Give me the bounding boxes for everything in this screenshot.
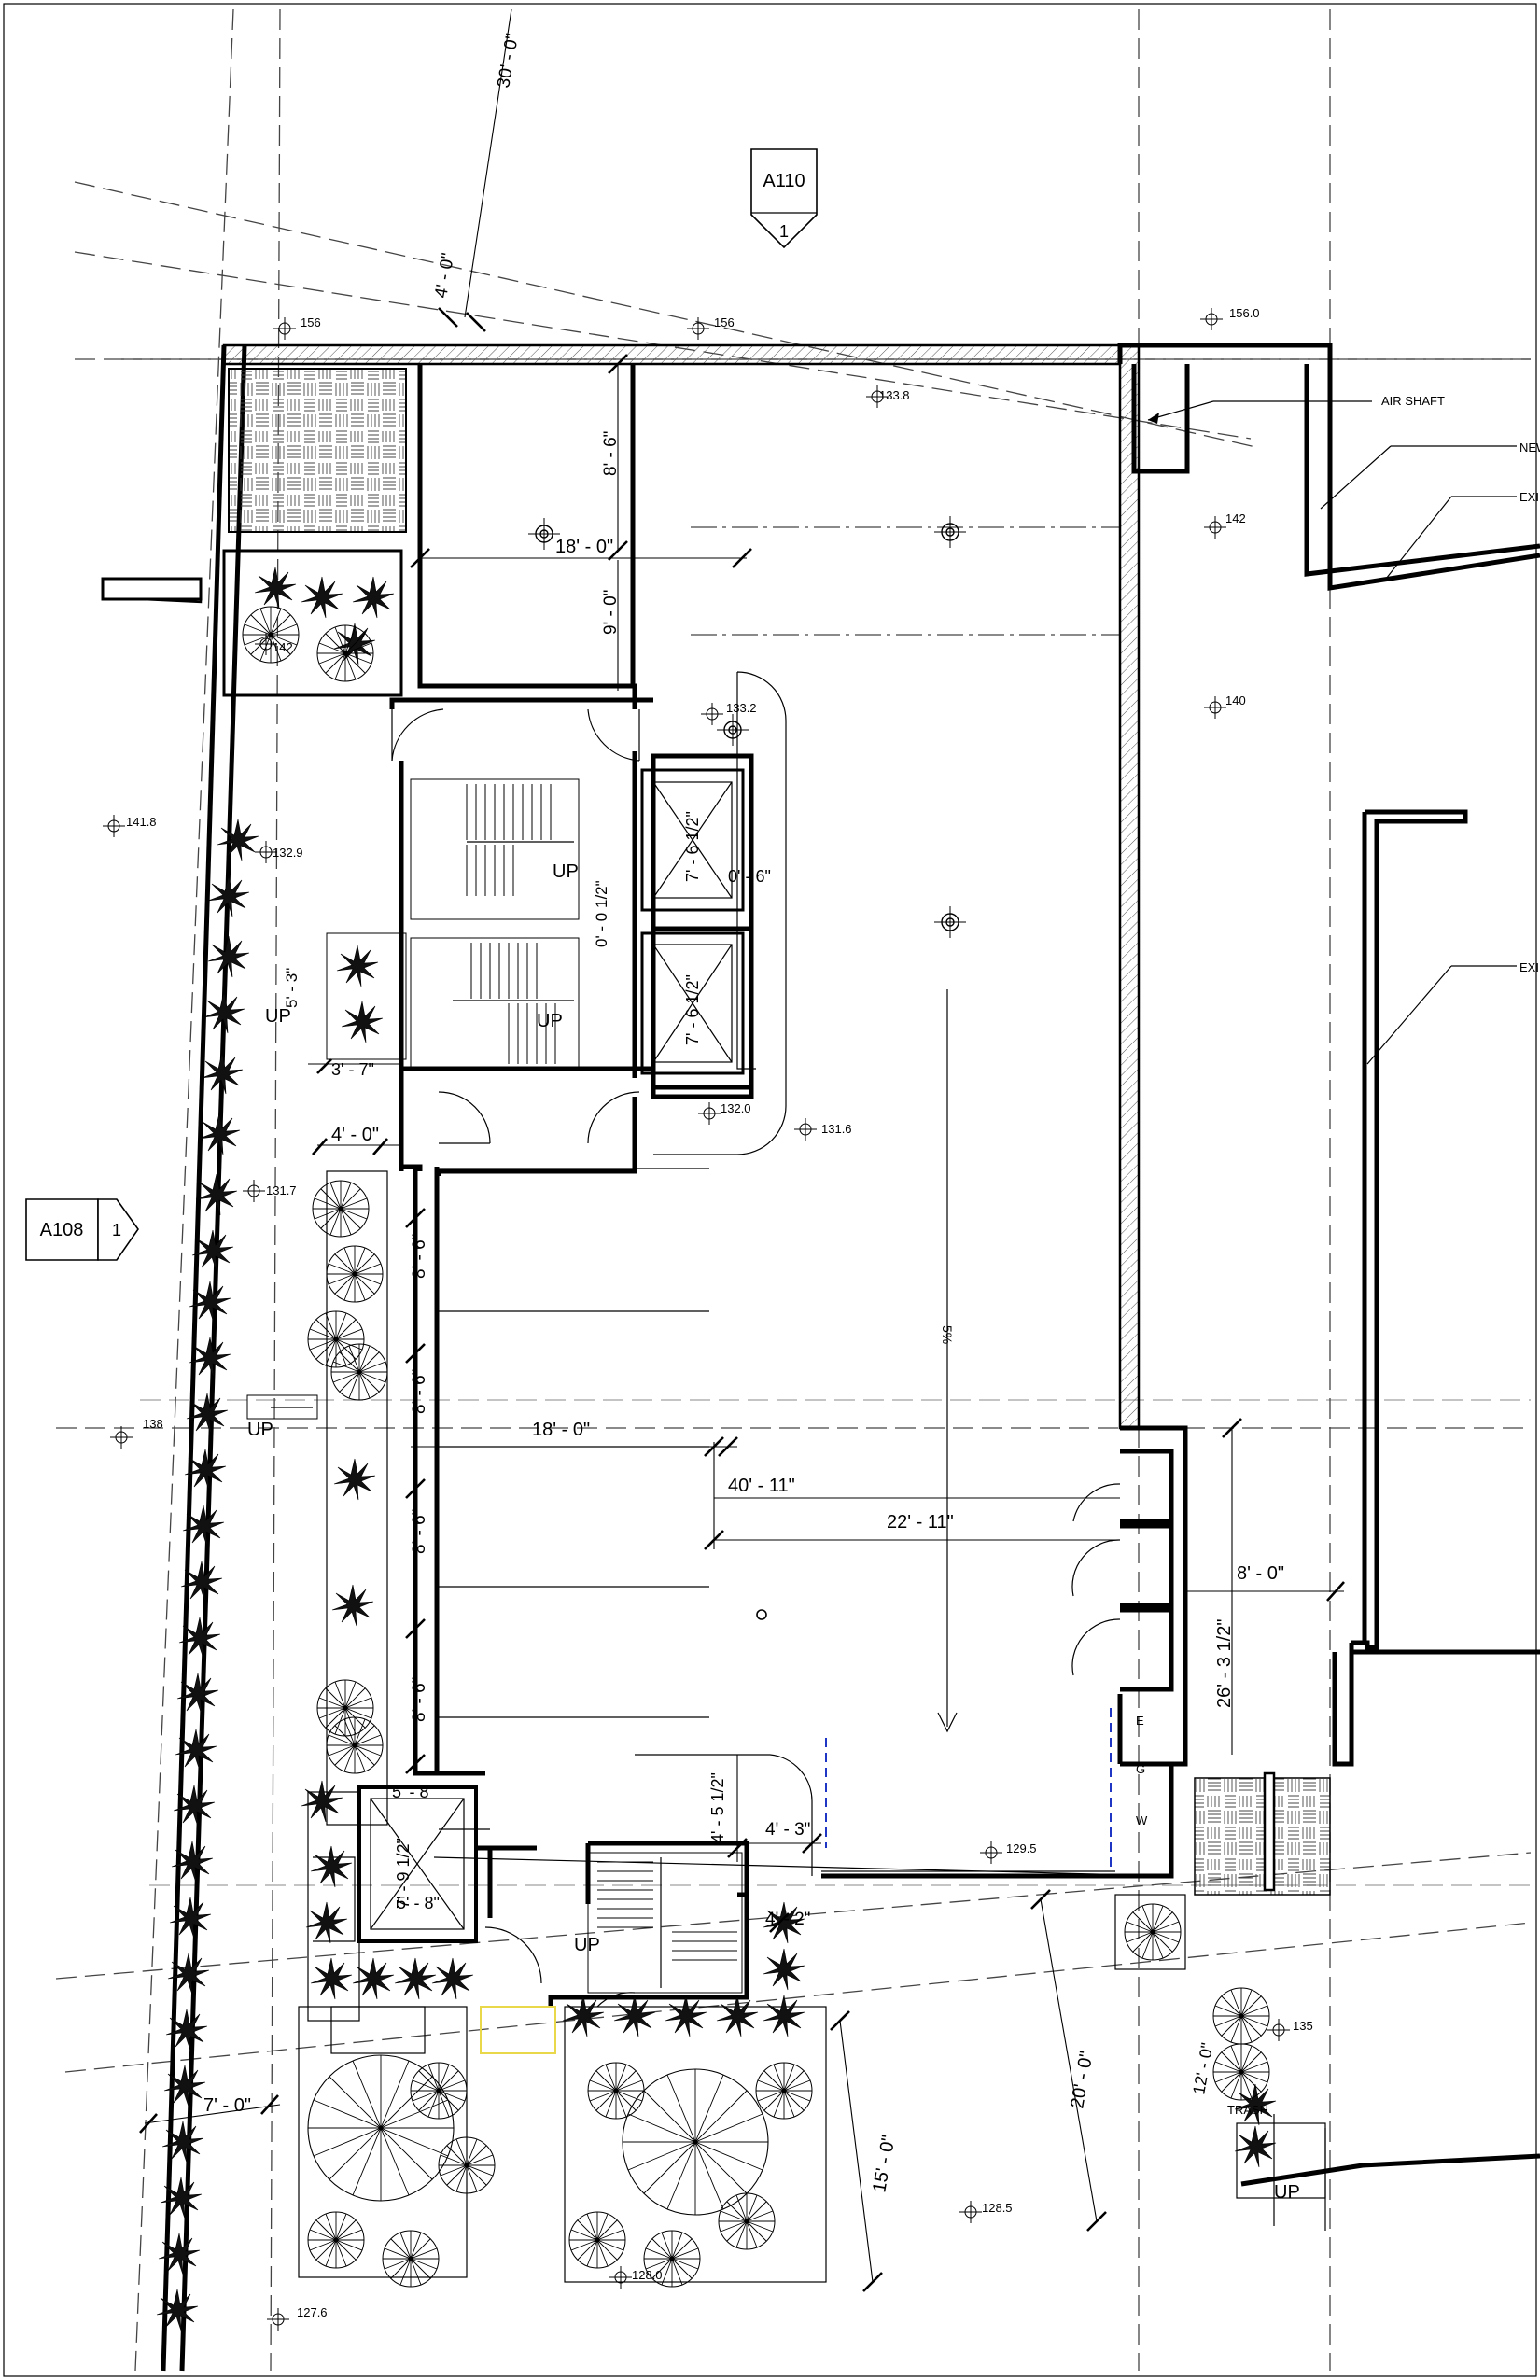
elevator-lower: 7' - 6 1/2" bbox=[640, 931, 745, 1075]
dimensions: 8' - 6" 9' - 0" 18' - 0" 0' - 0 1/2" 0' … bbox=[139, 354, 1345, 2292]
svg-text:5' - 3": 5' - 3" bbox=[283, 968, 301, 1008]
svg-text:7' - 6 1/2": 7' - 6 1/2" bbox=[683, 811, 702, 882]
svg-text:UP: UP bbox=[537, 1011, 563, 1031]
parking-stalls bbox=[439, 1168, 709, 1830]
svg-text:G: G bbox=[1136, 1762, 1145, 1776]
svg-text:TRASH: TRASH bbox=[1227, 2103, 1268, 2117]
svg-text:132.9: 132.9 bbox=[273, 846, 303, 860]
svg-text:156: 156 bbox=[714, 315, 735, 329]
svg-text:156: 156 bbox=[301, 315, 321, 329]
paving-areas bbox=[228, 368, 1331, 1896]
svg-text:135: 135 bbox=[1293, 2019, 1313, 2033]
misc-labels: UP UP E G W TRASH bbox=[246, 1394, 1300, 2203]
svg-text:12' - 0": 12' - 0" bbox=[1189, 2041, 1216, 2095]
svg-text:4' - 0": 4' - 0" bbox=[431, 252, 458, 300]
planters bbox=[222, 549, 1326, 2283]
svg-text:141.8: 141.8 bbox=[126, 815, 157, 829]
shrubs bbox=[242, 606, 1270, 2288]
svg-text:UP: UP bbox=[1274, 2182, 1300, 2203]
svg-text:8' - 6": 8' - 6" bbox=[410, 1677, 429, 1722]
svg-text:18' - 0": 18' - 0" bbox=[555, 537, 613, 557]
svg-text:131.6: 131.6 bbox=[821, 1122, 852, 1136]
svg-text:138: 138 bbox=[143, 1417, 163, 1431]
svg-text:9' - 0": 9' - 0" bbox=[601, 590, 621, 635]
svg-text:132.0: 132.0 bbox=[721, 1101, 751, 1115]
exterior-walls bbox=[101, 343, 1540, 2372]
svg-text:142: 142 bbox=[273, 640, 293, 654]
svg-text:UP: UP bbox=[247, 1420, 273, 1440]
svg-text:4' - 5 1/2": 4' - 5 1/2" bbox=[708, 1772, 727, 1843]
section-tag-a110[interactable]: A110 1 bbox=[750, 148, 818, 249]
elevator-south: 7' - 9 1/2" 5' - 8" 5' - 8" bbox=[357, 1783, 478, 1943]
ramp: 5% bbox=[433, 671, 1172, 1877]
svg-text:140: 140 bbox=[1225, 693, 1246, 707]
dim-4ft-top: 4' - 0" bbox=[431, 252, 486, 332]
svg-text:30' - 0": 30' - 0" bbox=[494, 32, 523, 90]
svg-text:AIR SHAFT: AIR SHAFT bbox=[1381, 394, 1445, 408]
svg-text:129.5: 129.5 bbox=[1006, 1841, 1037, 1855]
elevator-upper: 7' - 6 1/2" bbox=[640, 768, 745, 912]
svg-text:20' - 0": 20' - 0" bbox=[1067, 2050, 1097, 2110]
svg-text:128.0: 128.0 bbox=[632, 2268, 663, 2282]
svg-text:7' - 0": 7' - 0" bbox=[203, 2095, 251, 2116]
svg-text:156.0: 156.0 bbox=[1229, 306, 1260, 320]
svg-text:7' - 6 1/2": 7' - 6 1/2" bbox=[683, 974, 702, 1045]
svg-text:UP: UP bbox=[553, 861, 579, 882]
svg-text:128.5: 128.5 bbox=[982, 2201, 1013, 2215]
svg-text:8' - 6": 8' - 6" bbox=[410, 1369, 429, 1414]
callouts: AIR SHAFT NEW EXI EXI bbox=[1147, 394, 1540, 1065]
svg-text:4' - 0": 4' - 0" bbox=[331, 1125, 379, 1145]
svg-text:18' - 0": 18' - 0" bbox=[532, 1420, 590, 1440]
svg-text:8' - 6": 8' - 6" bbox=[410, 1509, 429, 1554]
svg-text:4' - 2": 4' - 2" bbox=[765, 1910, 810, 1929]
section-tag-a108[interactable]: A108 1 bbox=[25, 1198, 139, 1261]
svg-text:3' - 7": 3' - 7" bbox=[331, 1060, 374, 1079]
svg-text:5%: 5% bbox=[940, 1325, 955, 1344]
spiky-plants bbox=[156, 567, 1277, 2331]
doors bbox=[391, 708, 1121, 2008]
svg-text:5' - 8": 5' - 8" bbox=[392, 1783, 435, 1801]
trees bbox=[307, 2054, 769, 2216]
svg-text:4' - 3": 4' - 3" bbox=[765, 1820, 810, 1840]
svg-text:7' - 9 1/2": 7' - 9 1/2" bbox=[394, 1838, 413, 1909]
svg-text:A110: A110 bbox=[763, 171, 805, 191]
svg-text:1: 1 bbox=[779, 222, 789, 241]
svg-text:UP: UP bbox=[265, 1006, 291, 1027]
svg-text:A108: A108 bbox=[40, 1220, 84, 1240]
svg-text:8' - 6": 8' - 6" bbox=[601, 431, 621, 476]
svg-text:40' - 11": 40' - 11" bbox=[728, 1476, 795, 1496]
svg-text:15' - 0": 15' - 0" bbox=[869, 2134, 899, 2194]
svg-text:0' - 6": 0' - 6" bbox=[728, 867, 771, 886]
svg-text:26' - 3 1/2": 26' - 3 1/2" bbox=[1214, 1619, 1235, 1708]
stair-upper: UP bbox=[410, 778, 580, 920]
svg-text:EXI: EXI bbox=[1519, 490, 1539, 504]
stair-south: UP bbox=[574, 1852, 743, 1994]
svg-text:W: W bbox=[1136, 1813, 1148, 1827]
svg-text:131.7: 131.7 bbox=[266, 1183, 297, 1197]
svg-text:127.6: 127.6 bbox=[297, 2305, 328, 2319]
elevation-markers: 156 156 156.0 133.8 142 142 140 133.2 14… bbox=[102, 306, 1313, 2331]
svg-text:133.2: 133.2 bbox=[726, 701, 757, 715]
stair-middle: UP bbox=[410, 937, 580, 1070]
svg-text:E: E bbox=[1136, 1714, 1144, 1728]
svg-text:142: 142 bbox=[1225, 511, 1246, 525]
stair-small-west: UP 5' - 3" bbox=[265, 932, 407, 1060]
svg-text:NEW: NEW bbox=[1519, 441, 1540, 455]
svg-text:8' - 0": 8' - 0" bbox=[1237, 1563, 1284, 1584]
svg-text:8' - 6": 8' - 6" bbox=[410, 1234, 429, 1279]
svg-text:0' - 0 1/2": 0' - 0 1/2" bbox=[593, 880, 610, 947]
svg-text:22' - 11": 22' - 11" bbox=[887, 1512, 954, 1533]
svg-text:133.8: 133.8 bbox=[879, 388, 910, 402]
svg-text:EXI: EXI bbox=[1519, 960, 1539, 974]
svg-text:5' - 8": 5' - 8" bbox=[397, 1894, 440, 1912]
svg-text:1: 1 bbox=[112, 1221, 121, 1239]
svg-text:UP: UP bbox=[574, 1935, 600, 1955]
